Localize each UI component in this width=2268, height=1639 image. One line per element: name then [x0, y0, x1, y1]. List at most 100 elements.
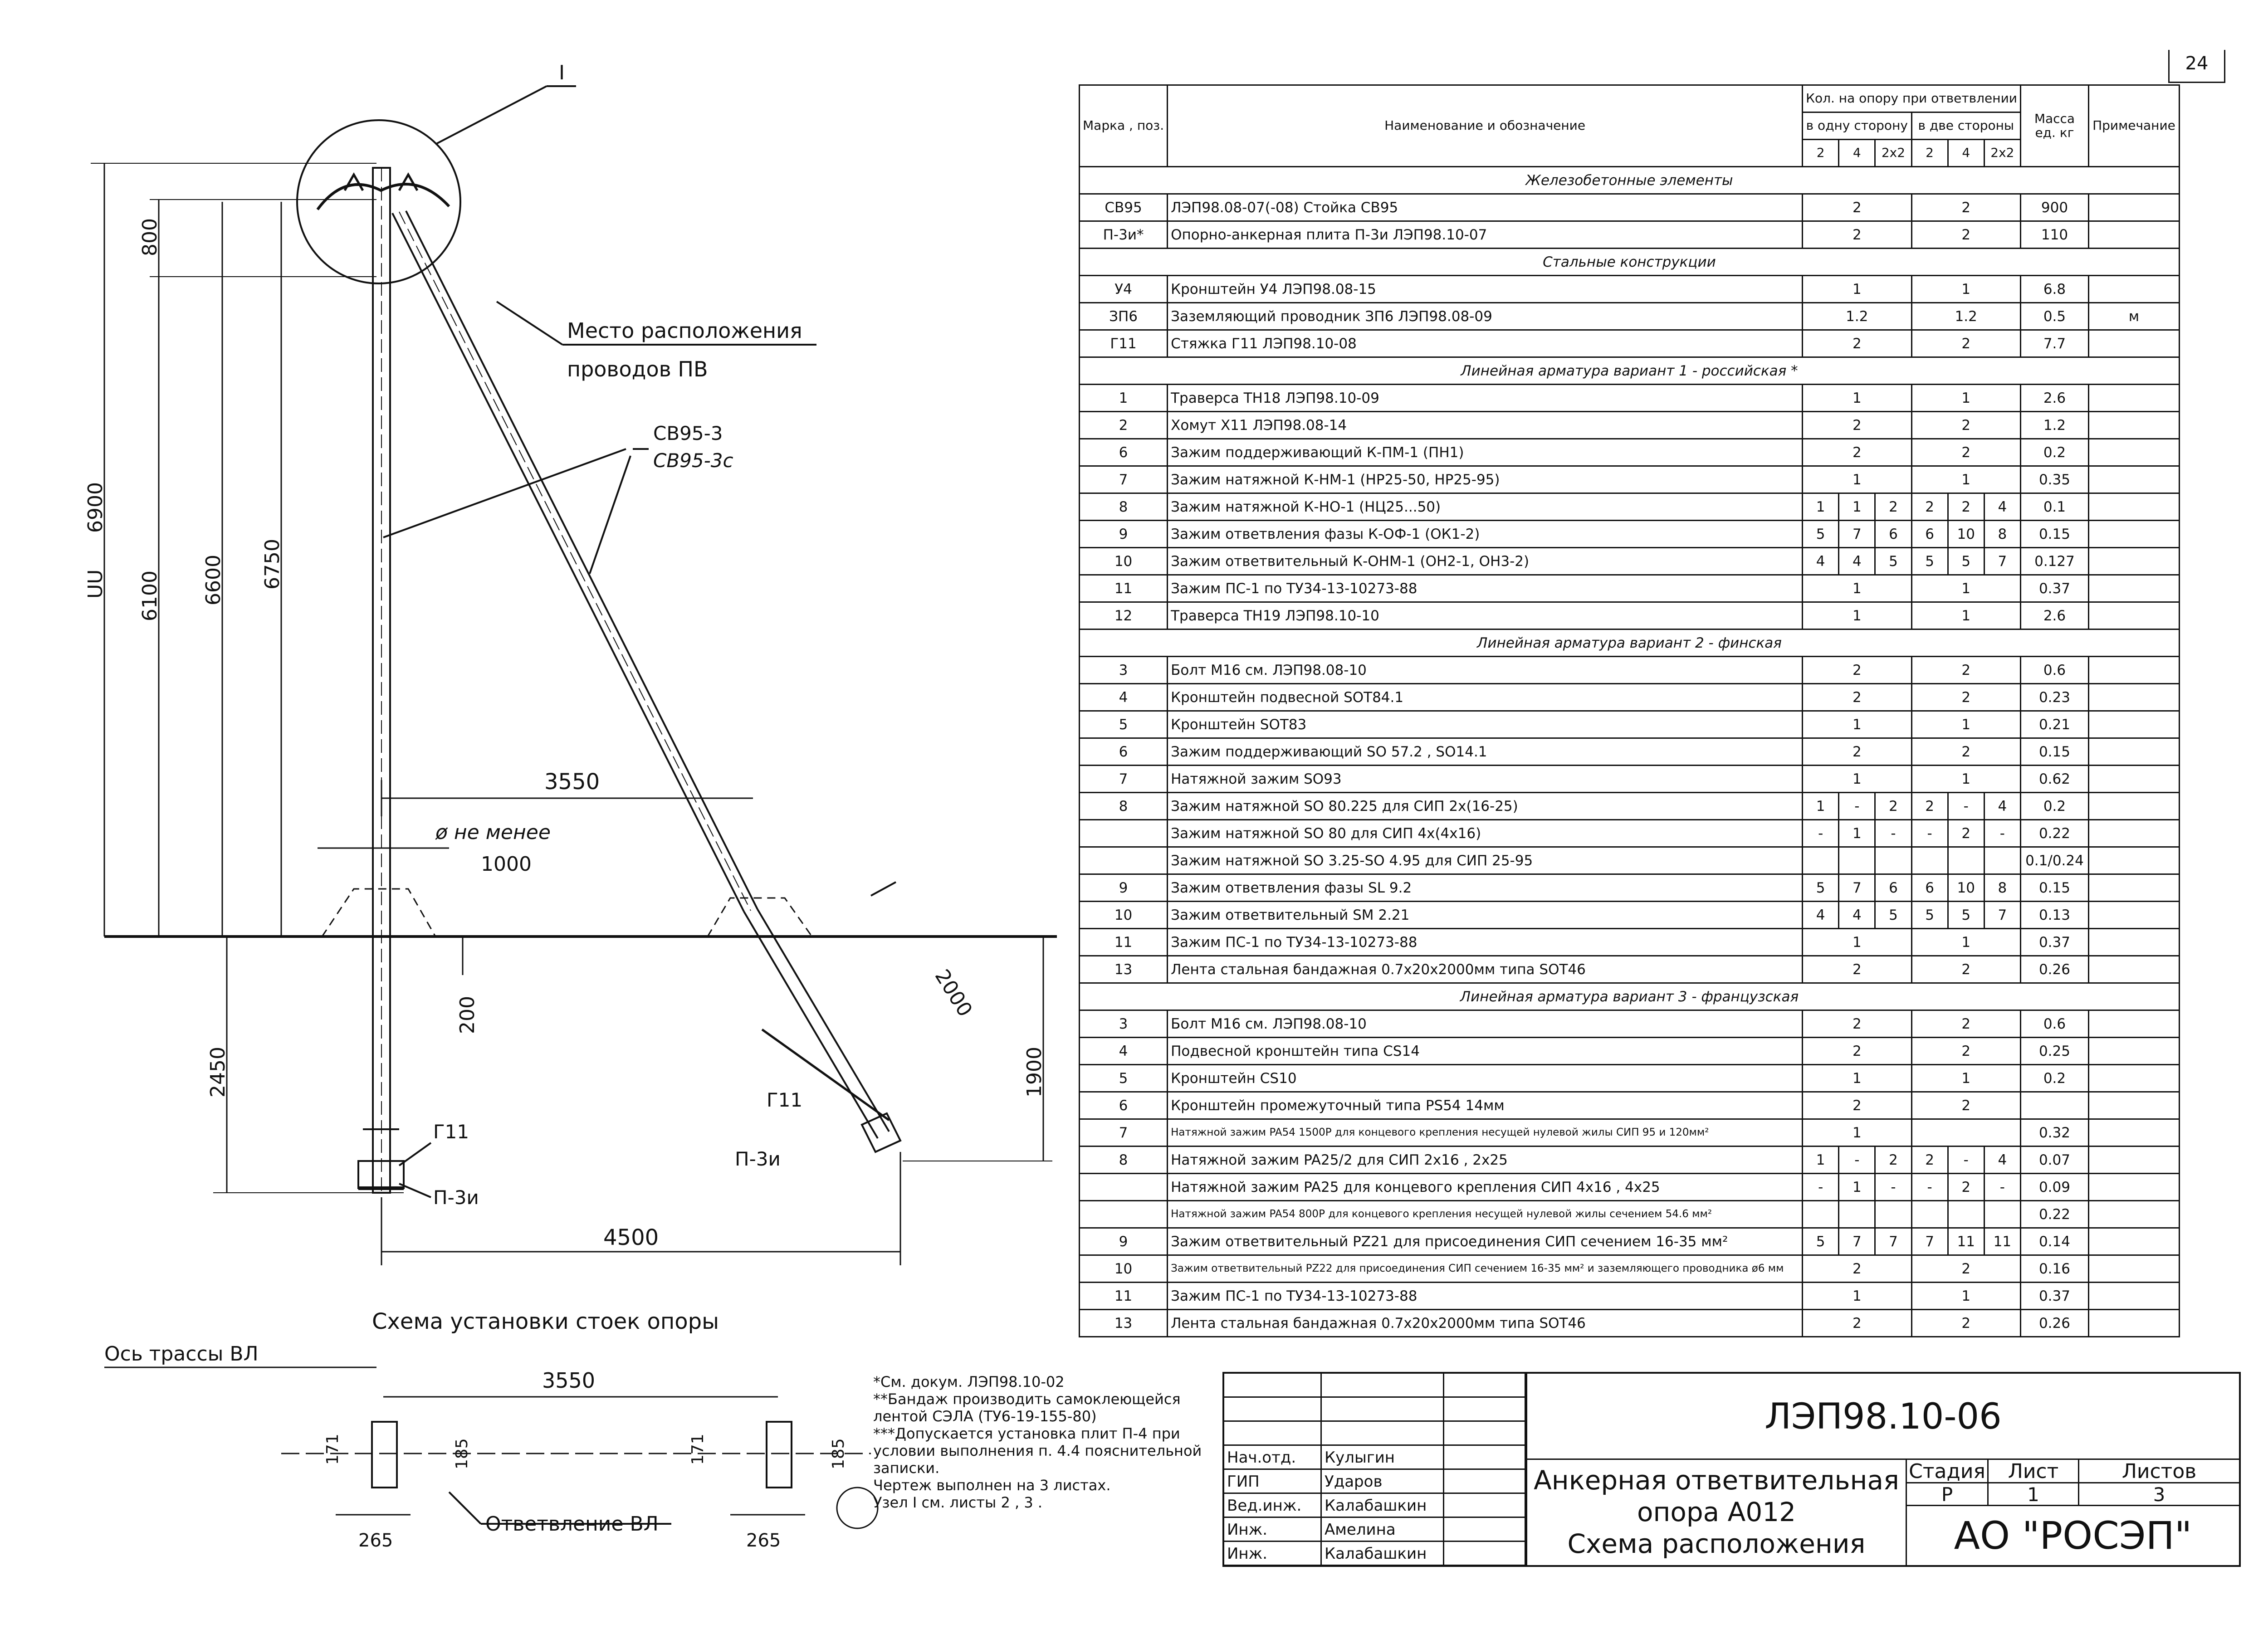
row-qty: 1: [1802, 1146, 1840, 1174]
row-note: [2087, 275, 2180, 303]
row-qty-two: 1: [1911, 601, 2021, 630]
row-mass: 0.16: [2019, 1254, 2089, 1283]
dim-1900: 1900: [1023, 1047, 1046, 1098]
row-qty: 10: [1947, 520, 1985, 548]
row-qty-two: 1: [1911, 765, 2021, 793]
row-name: Лента стальная бандажная 0.7х20х2000мм т…: [1167, 955, 1804, 984]
row-mass: 2.6: [2019, 601, 2089, 630]
row-qty: 5: [1874, 547, 1912, 576]
row-mark: 8: [1078, 493, 1168, 521]
row-qty-two: 2: [1911, 656, 2021, 684]
signer-name: Калабашкин: [1322, 1542, 1444, 1566]
row-qty: -: [1983, 1173, 2021, 1201]
row-name: Зажим ПС-1 по ТУ34-13-10273-88: [1167, 574, 1804, 603]
row-qty: 4: [1983, 792, 2021, 820]
row-name: Кронштейн промежуточный типа PS54 14мм: [1167, 1091, 1804, 1120]
sheets-value: 3: [2079, 1483, 2239, 1506]
note-line: ***Допускается установка плит П-4 при ус…: [873, 1425, 1202, 1477]
sig-empty-7: [1224, 1422, 1322, 1446]
row-note: м: [2087, 302, 2180, 331]
row-mark: 10: [1078, 547, 1168, 576]
row-mark: 10: [1078, 901, 1168, 929]
row-note: [2087, 1118, 2180, 1147]
row-mass: 0.32: [2019, 1118, 2089, 1147]
p3i-right: П-3и: [735, 1148, 781, 1170]
row-mass: 6.8: [2019, 275, 2089, 303]
row-qty: 1: [1838, 493, 1876, 521]
row-qty-one: 1.2: [1802, 302, 1912, 331]
title-line-3: Схема расположения: [1567, 1528, 1866, 1559]
pv-label-1: Место расположения: [567, 318, 802, 343]
row-qty-two: 2: [1911, 1037, 2021, 1065]
row-qty: [1838, 1200, 1876, 1229]
row-name: Зажим ПС-1 по ТУ34-13-10273-88: [1167, 1282, 1804, 1310]
row-note: [2087, 1282, 2180, 1310]
row-qty: 8: [1983, 873, 2021, 902]
row-qty: 7: [1874, 1227, 1912, 1256]
dim-uu: UU: [84, 570, 107, 599]
row-mass: 0.22: [2019, 819, 2089, 848]
branch-label: Ответвление ВЛ: [485, 1512, 659, 1536]
row-qty-two: 2: [1911, 411, 2021, 439]
row-qty: 10: [1947, 873, 1985, 902]
row-mark: Г11: [1078, 329, 1168, 358]
row-qty-one: 2: [1802, 656, 1912, 684]
row-qty: 5: [1911, 901, 1949, 929]
row-note: [2087, 1200, 2180, 1229]
row-qty: 5: [1947, 547, 1985, 576]
row-qty-one: 2: [1802, 220, 1912, 249]
note-line: Чертеж выполнен на 3 листах.: [873, 1477, 1111, 1494]
section-title: Линейная арматура вариант 3 - французска…: [1079, 982, 2180, 1011]
plan-3550: 3550: [542, 1368, 595, 1393]
signer-role: Инж.: [1224, 1542, 1322, 1566]
row-mark: 9: [1078, 873, 1168, 902]
row-mark: [1078, 819, 1168, 848]
dim-dia-1: ø не менее: [435, 821, 551, 844]
spec-row: Зажим натяжной SO 80 для СИП 4х(4х16)-1-…: [1078, 819, 2180, 848]
signer-role: Нач.отд.: [1224, 1446, 1322, 1470]
row-note: [2087, 220, 2180, 249]
row-qty: [1802, 846, 1840, 875]
row-qty-one: 1: [1802, 384, 1912, 412]
row-qty-two: [1911, 1118, 2021, 1147]
row-qty-one: 2: [1802, 683, 1912, 712]
row-mass: 0.26: [2019, 955, 2089, 984]
row-qty: 5: [1874, 901, 1912, 929]
spec-row: Зажим натяжной SO 3.25-SO 4.95 для СИП 2…: [1078, 846, 2180, 875]
row-mass: 0.15: [2019, 520, 2089, 548]
row-mass: 0.2: [2019, 438, 2089, 467]
doc-code: ЛЭП98.10-06: [1526, 1374, 2239, 1460]
row-mark: П-3и*: [1078, 220, 1168, 249]
row-note: [2087, 193, 2180, 222]
row-qty-two: 1: [1911, 710, 2021, 739]
row-note: [2087, 1309, 2180, 1337]
row-qty-one: 2: [1802, 1037, 1912, 1065]
row-qty: [1947, 846, 1985, 875]
row-qty-two: 1: [1911, 465, 2021, 494]
row-qty: 4: [1802, 901, 1840, 929]
plan-plate-left: [371, 1421, 398, 1488]
row-mass: 0.25: [2019, 1037, 2089, 1065]
row-qty: [1802, 1200, 1840, 1229]
row-note: [2087, 1064, 2180, 1093]
sheets-label: Листов: [2079, 1460, 2239, 1483]
row-mass: 0.21: [2019, 710, 2089, 739]
row-mass: 1.2: [2019, 411, 2089, 439]
row-qty: -: [1947, 792, 1985, 820]
row-note: [2087, 846, 2180, 875]
row-qty: 2: [1874, 493, 1912, 521]
row-qty: 5: [1802, 873, 1840, 902]
row-note: [2087, 547, 2180, 576]
row-qty-one: 1: [1802, 765, 1912, 793]
dim-6600: 6600: [202, 555, 225, 605]
row-qty-one: 1: [1802, 1118, 1912, 1147]
row-mass: 0.07: [2019, 1146, 2089, 1174]
